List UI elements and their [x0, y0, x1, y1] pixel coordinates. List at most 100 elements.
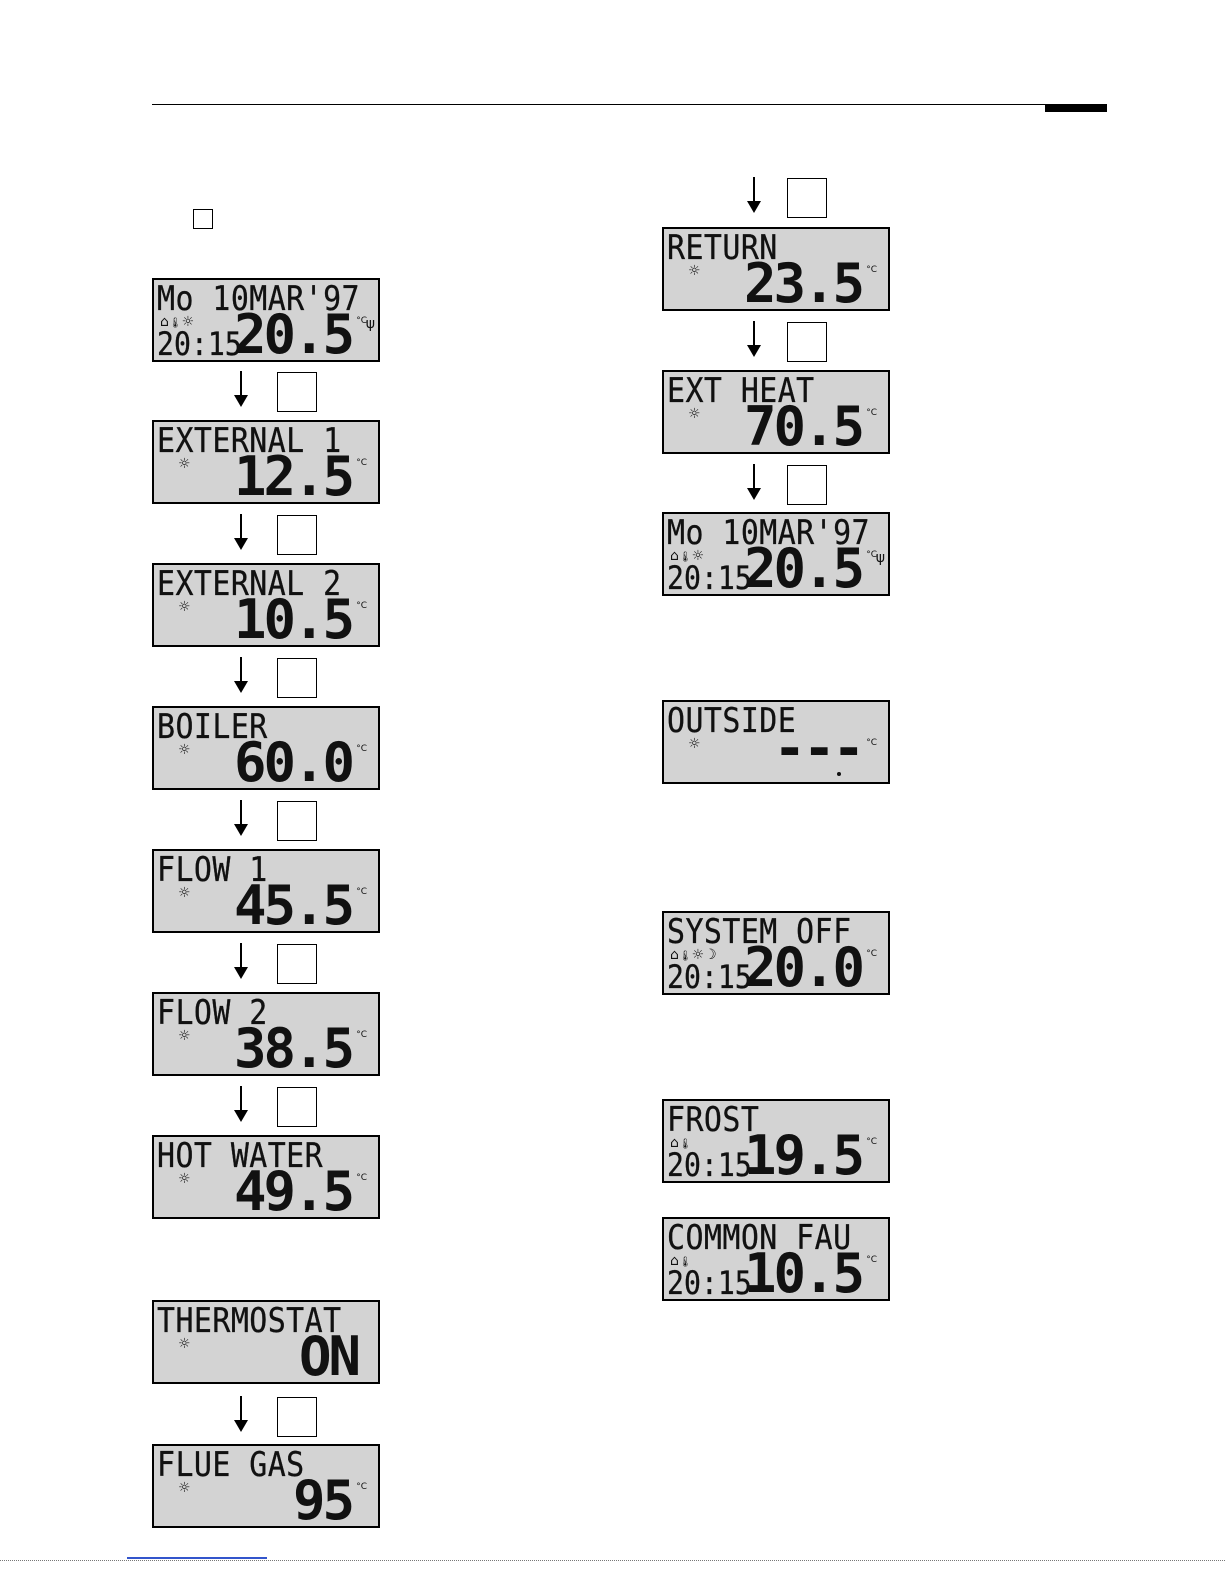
celsius-unit: °C — [356, 744, 367, 754]
key-button — [787, 322, 827, 362]
moon-icon: ☽ — [704, 947, 717, 963]
status-icons: ⌂🌡 — [670, 1135, 692, 1153]
thermometer-icon: 🌡 — [678, 1139, 692, 1150]
lcd-display-external-1: EXTERNAL 1 ☼ 12.5 °C — [152, 420, 380, 504]
down-arrow-icon — [234, 371, 248, 407]
lcd-display-flue-gas: FLUE GAS ☼ 95 °C — [152, 1444, 380, 1528]
lcd-title: BOILER — [157, 707, 268, 747]
lcd-display-main-status: Mo 10MAR'97 ⌂🌡☼ 20:15 20.5 °C ψ — [152, 278, 380, 362]
celsius-unit: °C — [866, 949, 877, 959]
down-arrow-icon — [747, 177, 761, 213]
key-button-legend — [193, 209, 213, 229]
down-arrow-icon — [234, 514, 248, 550]
lcd-display-return: RETURN ☼ 23.5 °C — [662, 227, 890, 311]
sun-icon: ☼ — [688, 263, 701, 279]
lcd-display-ext-heat: EXT HEAT ☼ 70.5 °C — [662, 370, 890, 454]
celsius-unit: °C — [866, 408, 877, 418]
lcd-display-frost: FROST ⌂🌡 20:15 19.5 °C — [662, 1099, 890, 1183]
lcd-title: EXT HEAT — [667, 371, 815, 411]
lcd-display-flow-2: FLOW 2 ☼ 38.5 °C — [152, 992, 380, 1076]
lcd-value: 49.5 — [233, 1160, 355, 1219]
lcd-display-external-2: EXTERNAL 2 ☼ 10.5 °C — [152, 563, 380, 647]
down-arrow-icon — [747, 321, 761, 357]
lcd-value: 60.0 — [233, 731, 355, 790]
house-icon: ⌂ — [670, 1253, 679, 1269]
celsius-unit: °C — [356, 1482, 367, 1492]
key-button — [787, 465, 827, 505]
lcd-value: --- — [773, 717, 865, 780]
celsius-unit: °C — [356, 601, 367, 611]
celsius-unit: °C — [866, 265, 877, 275]
down-arrow-icon — [234, 943, 248, 979]
lcd-display-flow-1: FLOW 1 ☼ 45.5 °C — [152, 849, 380, 933]
lcd-display-outside: OUTSIDE ☼ --- °C — [662, 700, 890, 784]
key-button — [277, 801, 317, 841]
lcd-display-common-fault: COMMON FAU ⌂🌡 20:15 10.5 °C — [662, 1217, 890, 1301]
house-icon: ⌂ — [160, 314, 169, 330]
header-tab-marker — [1045, 104, 1107, 112]
key-button — [277, 658, 317, 698]
lcd-value: 20.0 — [743, 936, 865, 995]
celsius-unit: °C — [356, 458, 367, 468]
down-arrow-icon — [234, 800, 248, 836]
header-rule — [152, 104, 1107, 105]
house-icon: ⌂ — [670, 1135, 679, 1151]
key-button — [277, 944, 317, 984]
key-button — [277, 372, 317, 412]
lcd-title: FROST — [667, 1100, 760, 1140]
sun-icon: ☼ — [178, 1336, 191, 1352]
down-arrow-icon — [747, 464, 761, 500]
sun-icon: ☼ — [691, 947, 705, 963]
lcd-value: 20.5 — [743, 537, 865, 596]
lcd-title: EXTERNAL 1 — [157, 421, 342, 461]
thermometer-icon: 🌡 — [678, 1257, 692, 1268]
lcd-time: 20:15 — [667, 958, 752, 995]
lcd-time: 20:15 — [667, 1146, 752, 1183]
decimal-point — [837, 772, 841, 776]
key-button — [277, 1087, 317, 1127]
status-icons: ⌂🌡☼ — [670, 548, 704, 566]
lcd-display-hot-water: HOT WATER ☼ 49.5 °C — [152, 1135, 380, 1219]
lcd-title: Mo 10MAR'97 — [667, 513, 870, 553]
thermometer-icon: 🌡 — [678, 951, 692, 962]
down-arrow-icon — [234, 657, 248, 693]
lcd-title: EXTERNAL 2 — [157, 564, 342, 604]
celsius-unit: °C — [866, 738, 877, 748]
lcd-value: 38.5 — [233, 1017, 355, 1076]
lcd-title: COMMON FAU — [667, 1218, 852, 1258]
lcd-time: 20:15 — [667, 1264, 752, 1301]
sun-icon: ☼ — [178, 599, 191, 615]
lcd-title: FLOW 1 — [157, 850, 268, 890]
thermometer-icon: 🌡 — [168, 318, 182, 329]
footer-link-mark — [127, 1557, 267, 1559]
lcd-title: HOT WATER — [157, 1136, 324, 1176]
status-icons: ⌂🌡☼ — [160, 314, 194, 332]
sun-icon: ☼ — [178, 885, 191, 901]
lcd-value: 95 — [292, 1469, 355, 1528]
down-arrow-icon — [234, 1086, 248, 1122]
sun-icon: ☼ — [691, 548, 705, 564]
footer-rule — [0, 1560, 1225, 1561]
lcd-value: 10.5 — [233, 588, 355, 647]
lcd-title: RETURN — [667, 228, 778, 268]
key-button — [787, 178, 827, 218]
antenna-icon: ψ — [365, 316, 375, 332]
lcd-value: 20.5 — [233, 303, 355, 362]
lcd-display-thermostat: THERMOSTAT ☼ ON — [152, 1300, 380, 1384]
celsius-unit: °C — [866, 550, 877, 560]
celsius-unit: °C — [356, 1030, 367, 1040]
lcd-time: 20:15 — [157, 325, 242, 362]
lcd-value: 10.5 — [743, 1242, 865, 1301]
status-icons: ⌂🌡 — [670, 1253, 692, 1271]
lcd-title: FLUE GAS — [157, 1445, 305, 1485]
lcd-title: OUTSIDE — [667, 701, 797, 741]
celsius-unit: °C — [866, 1255, 877, 1265]
sun-icon: ☼ — [688, 406, 701, 422]
lcd-title: Mo 10MAR'97 — [157, 279, 360, 319]
sun-icon: ☼ — [178, 456, 191, 472]
house-icon: ⌂ — [670, 548, 679, 564]
house-icon: ⌂ — [670, 947, 679, 963]
celsius-unit: °C — [356, 1173, 367, 1183]
lcd-value: 70.5 — [743, 395, 865, 454]
lcd-time: 20:15 — [667, 559, 752, 596]
